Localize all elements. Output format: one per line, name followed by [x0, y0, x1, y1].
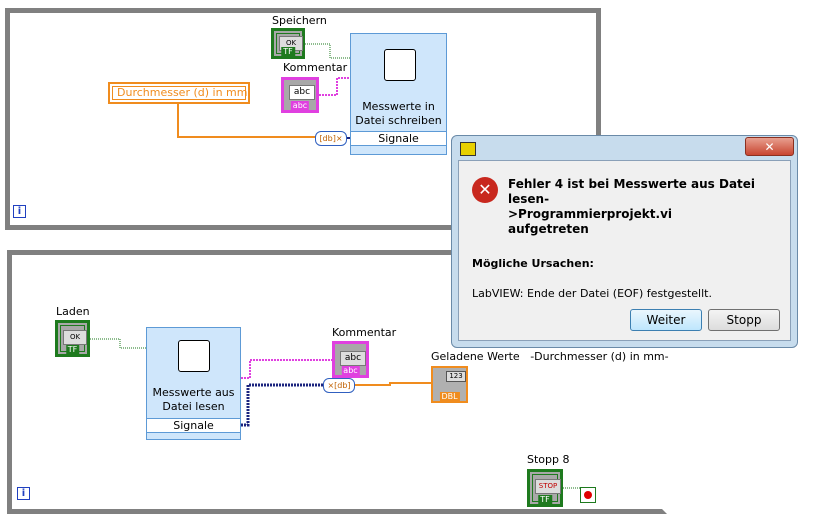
subvi-read-file[interactable]: Messwerte aus Datei lesen Signale: [146, 327, 241, 440]
type-tag: DBL: [439, 392, 460, 401]
stop-button-face: STOP: [535, 479, 561, 494]
type-tag: TF: [65, 345, 80, 354]
type-tag: TF: [538, 495, 552, 504]
stop-label: Stopp 8: [527, 453, 570, 466]
diameter-control[interactable]: Durchmesser (d) in mm: [108, 82, 250, 104]
load-button-terminal[interactable]: OK TF: [55, 320, 90, 357]
loop-iteration-icon: i: [17, 487, 30, 500]
loop-iteration-icon: i: [13, 205, 26, 218]
array-indicator[interactable]: 123 DBL: [431, 366, 468, 403]
signale-port[interactable]: Signale: [147, 418, 240, 433]
string-face: abc: [340, 351, 366, 366]
comment-label: Kommentar: [283, 61, 348, 74]
ok-button-face: OK: [63, 330, 87, 345]
type-tag: TF: [281, 47, 295, 56]
string-face: abc: [289, 85, 315, 100]
subvi-write-file[interactable]: Messwerte in Datei schreiben Signale: [350, 33, 447, 155]
loop-condition-stop-icon[interactable]: [580, 487, 596, 503]
labview-icon: [460, 142, 476, 156]
close-button[interactable]: ✕: [745, 137, 794, 156]
comment-indicator[interactable]: abc abc: [332, 341, 369, 378]
causes-heading: Mögliche Ursachen:: [472, 257, 594, 270]
type-tag: abc: [341, 366, 360, 375]
floppy-pencil-icon: [384, 49, 416, 81]
array-element: 123: [446, 371, 466, 382]
subvi-title: Messwerte aus Datei lesen: [152, 386, 235, 413]
save-label: Speichern: [272, 14, 327, 27]
cause-text: LabVIEW: Ende der Datei (EOF) festgestel…: [472, 287, 712, 300]
error-message: Fehler 4 ist bei Messwerte aus Datei les…: [508, 177, 756, 236]
subvi-title: Messwerte in Datei schreiben: [355, 100, 442, 127]
while-loop-bottom: [7, 250, 667, 514]
convert-from-dynamic-data[interactable]: ⨯[db]: [323, 378, 355, 393]
floppy-glasses-icon: [178, 340, 210, 372]
load-label: Laden: [56, 305, 90, 318]
stop-button-terminal[interactable]: STOP TF: [527, 469, 563, 507]
convert-to-dynamic-data[interactable]: [db]⨯: [315, 131, 347, 146]
loaded-values-label: Geladene Werte -Durchmesser (d) in mm-: [431, 350, 669, 363]
while-loop-top: [5, 8, 601, 230]
stop-button[interactable]: Stopp: [708, 309, 780, 331]
save-button-terminal[interactable]: OK TF: [271, 28, 305, 59]
continue-button[interactable]: Weiter: [630, 309, 702, 331]
error-dialog: ✕ ✕ Fehler 4 ist bei Messwerte aus Datei…: [451, 135, 798, 348]
type-tag: abc: [290, 101, 310, 110]
comment-terminal[interactable]: abc abc: [281, 77, 319, 113]
error-icon: ✕: [472, 177, 498, 203]
signale-port[interactable]: Signale: [351, 131, 446, 146]
comment-label: Kommentar: [332, 326, 397, 339]
